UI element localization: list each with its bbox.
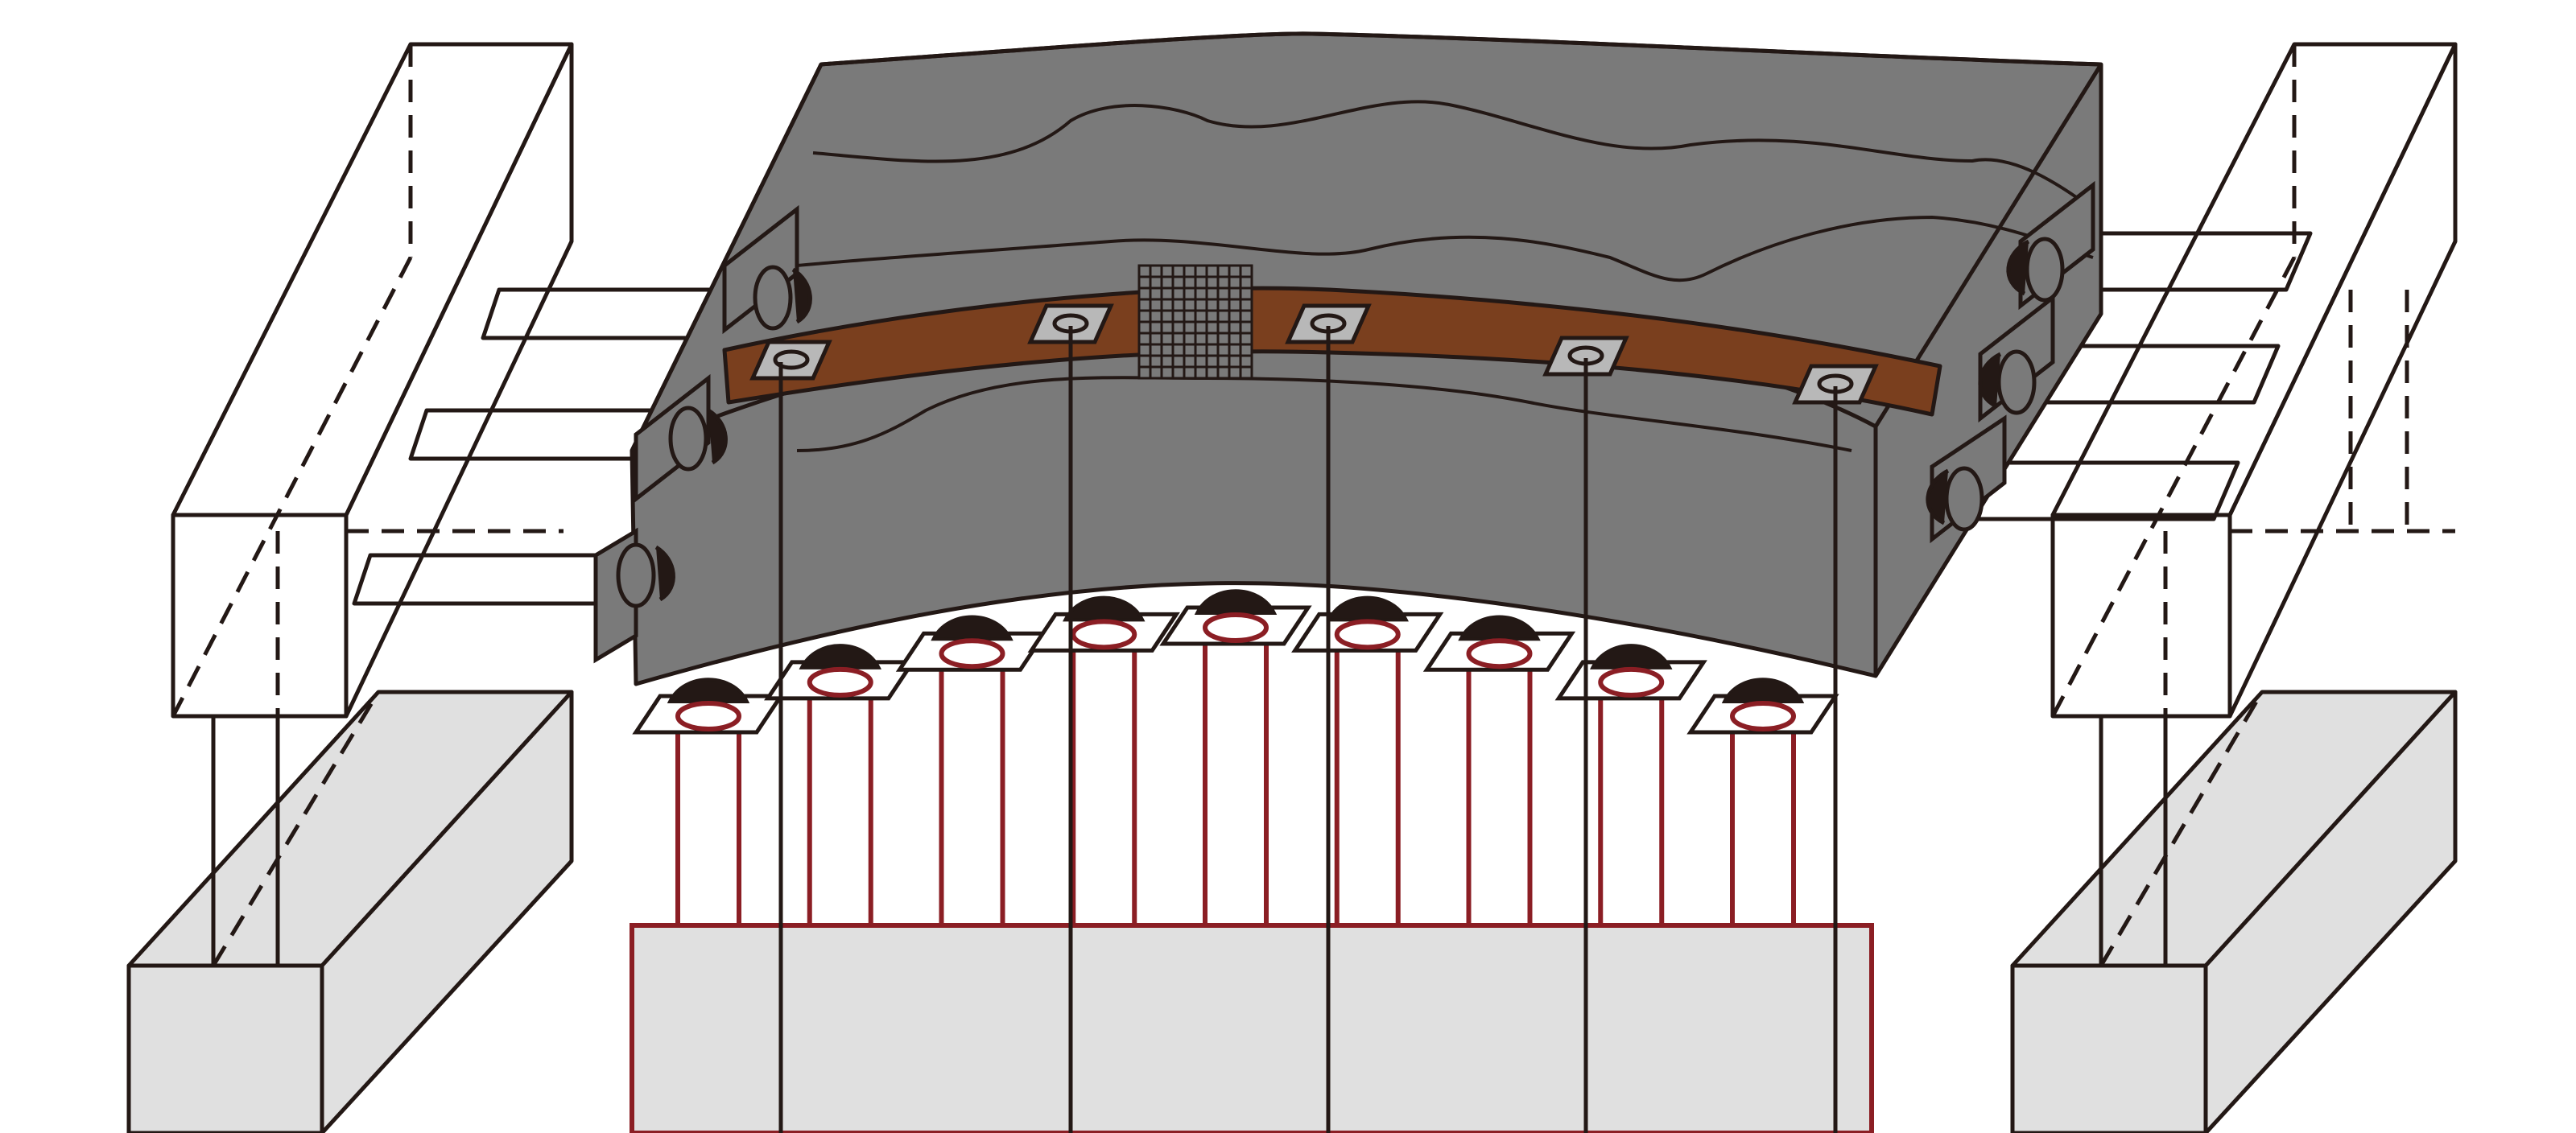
column-cap xyxy=(675,701,741,731)
grid-target xyxy=(1137,264,1253,380)
support-column xyxy=(1159,589,1312,928)
seam-sensor-pads xyxy=(749,303,1879,405)
bearing-cone xyxy=(799,644,881,670)
side-anchor xyxy=(2006,180,2095,311)
right-top-beam-top xyxy=(2050,42,2458,517)
support-column xyxy=(1422,615,1576,928)
bearing-cone xyxy=(1458,615,1541,641)
bearing-cone xyxy=(1721,678,1805,703)
support-column xyxy=(1554,644,1707,929)
support-base xyxy=(630,923,1874,1133)
support-column xyxy=(1686,678,1839,928)
support-column xyxy=(1027,595,1180,928)
left-top-beam-top xyxy=(171,42,574,517)
column-cap xyxy=(1598,666,1665,698)
support-column xyxy=(895,615,1049,928)
column-body xyxy=(675,714,741,928)
left-base-beam-side xyxy=(320,690,574,1133)
support-column xyxy=(632,678,785,928)
bearing-cone xyxy=(667,678,750,703)
column-body xyxy=(1598,679,1665,929)
column-cap xyxy=(1071,619,1137,650)
side-anchor xyxy=(634,373,728,504)
column-cap xyxy=(1334,619,1401,650)
bearing-cone xyxy=(1063,595,1146,622)
right-base-beam-front xyxy=(2010,963,2208,1133)
side-anchor xyxy=(722,204,812,335)
column-cap xyxy=(1203,612,1269,643)
right-support-frame xyxy=(1970,42,2458,1133)
right-side-anchors xyxy=(1926,180,2095,544)
column-body xyxy=(1730,714,1796,928)
right-base-beam-side xyxy=(2203,690,2458,1133)
column-cap xyxy=(939,638,1005,670)
stratum-line xyxy=(812,100,2095,211)
column-body xyxy=(1334,632,1401,928)
column-cap xyxy=(807,666,873,698)
column-cap xyxy=(1730,701,1796,731)
side-anchor xyxy=(1926,414,2007,544)
seam-sensor-pad xyxy=(1027,303,1114,344)
stratum-line xyxy=(796,216,2094,282)
support-columns xyxy=(632,589,1839,929)
column-body xyxy=(1203,625,1269,928)
column-body xyxy=(1071,632,1137,928)
column-body xyxy=(1466,651,1533,928)
support-base-box xyxy=(630,923,1874,1133)
bearing-cone xyxy=(1326,595,1409,622)
left-base-beam-front xyxy=(126,963,324,1133)
column-cap xyxy=(1466,638,1533,670)
side-anchor xyxy=(1978,293,2055,423)
seam-sensor-pad xyxy=(749,340,832,381)
bearing-cone xyxy=(1194,589,1278,615)
column-body xyxy=(939,651,1005,928)
stratum-line xyxy=(796,376,1852,452)
support-column xyxy=(1291,595,1444,928)
side-anchor xyxy=(593,527,675,664)
bearing-cone xyxy=(1590,644,1673,670)
vertical-rods xyxy=(778,326,1838,1133)
left-side-anchors xyxy=(593,204,812,664)
left-support-frame xyxy=(126,42,727,1133)
bearing-cone xyxy=(931,615,1013,641)
column-body xyxy=(807,679,873,929)
support-column xyxy=(764,644,917,929)
